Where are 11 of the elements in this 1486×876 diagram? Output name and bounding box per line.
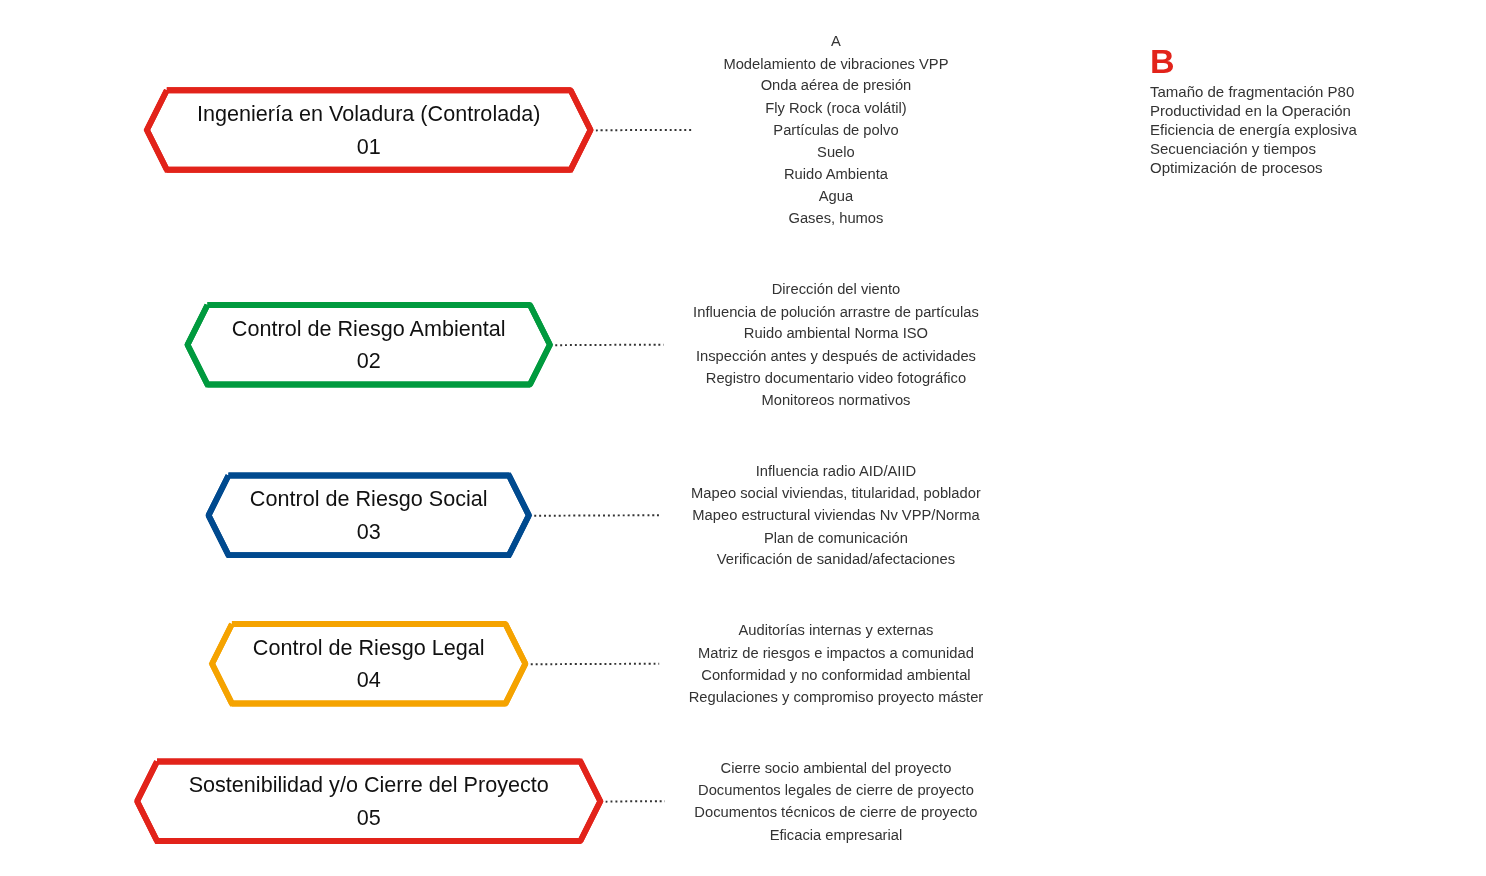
list-item: Optimización de procesos: [1150, 159, 1324, 176]
node-text: Influencia radio AID/AIID Mapeo social viviendas, titularidad, poblador Mapeo estructural viviendas Nv VPP/Norma Plan de comunicación Verificación de sanidad/afectaciones: [691, 462, 981, 568]
list-item: Eficiencia de energía explosiva: [1150, 121, 1358, 138]
node-text: Auditorías internas y externas Matriz de riesgos e impactos a comunidad Conformidad y no conformidad ambiental Regulaciones y compromiso proyecto máster: [688, 621, 984, 705]
list-item: Tamaño de fragmentación P80: [1150, 83, 1356, 100]
node-text: Cierre socio ambiental del proyecto Documentos legales de cierre de proyecto Documentos técnicos de cierre de proyecto Eficacia empresarial: [694, 759, 978, 842]
list-item: Productividad en la Operación: [1150, 102, 1352, 119]
column-heading: B: [1150, 42, 1176, 81]
node-text: A Modelamiento de vibraciones VPP Onda aérea de presión Fly Rock (roca volátil) Partículas de polvo Suelo Ruido Ambienta Agua Gases, humos: [723, 32, 949, 226]
node-text: Dirección del viento Influencia de polución arrastre de partículas Ruido ambiental Norma ISO Inspección antes y después de actividades Registro documentario video fotográfico Monitoreos normativos: [693, 280, 979, 408]
list-item: Secuenciación y tiempos: [1150, 140, 1317, 157]
